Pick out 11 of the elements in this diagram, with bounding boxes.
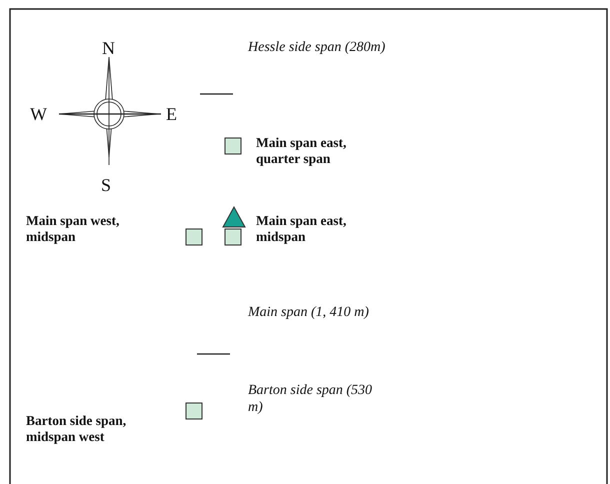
span-label: Hessle side span (280m) — [248, 40, 386, 57]
site-label: Main span east, quarter span — [256, 135, 348, 168]
site-label: Main span west, midspan — [26, 213, 120, 246]
compass-letter: S — [101, 175, 112, 197]
span-label: Barton side span (530 m) — [248, 383, 374, 417]
site-label: Main span east, midspan — [256, 213, 348, 246]
compass-letter: N — [102, 38, 115, 60]
compass-letter: E — [166, 104, 177, 126]
site-label: Barton side span, midspan west — [26, 413, 128, 446]
compass-letter: W — [30, 104, 47, 126]
span-label: Main span (1, 410 m) — [248, 305, 370, 322]
